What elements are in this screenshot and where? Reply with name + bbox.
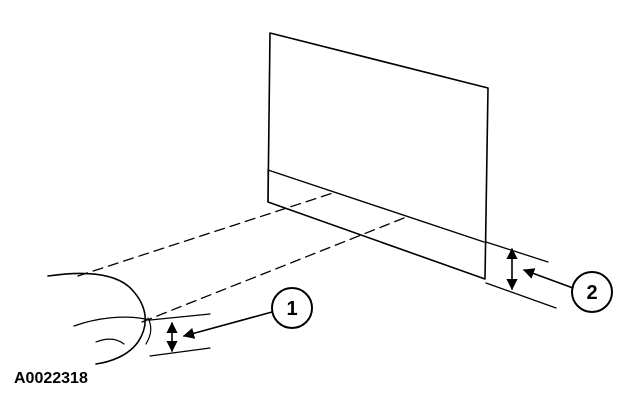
vehicle-outline bbox=[47, 272, 152, 365]
dim2-extension-top bbox=[485, 241, 549, 263]
projection-lines bbox=[77, 191, 405, 323]
wall-reference-line bbox=[267, 169, 485, 243]
dim2-extension-bottom bbox=[485, 282, 557, 309]
upper-projection-line bbox=[77, 191, 337, 277]
callout-1-label: 1 bbox=[286, 298, 297, 320]
callout-2-leader bbox=[522, 268, 574, 289]
callout-1-leader bbox=[182, 311, 273, 339]
callout-1-circle bbox=[271, 287, 313, 329]
dim1-extension-bottom bbox=[149, 347, 211, 357]
dimension-1: 1 bbox=[149, 287, 313, 357]
callout-2-circle bbox=[571, 271, 613, 313]
figure-id-label: A0022318 bbox=[14, 370, 88, 387]
dimension-2: 2 bbox=[485, 241, 613, 313]
dim1-extension-top bbox=[149, 313, 211, 321]
callout-2-label: 2 bbox=[586, 282, 597, 304]
wall-panel bbox=[267, 32, 489, 280]
